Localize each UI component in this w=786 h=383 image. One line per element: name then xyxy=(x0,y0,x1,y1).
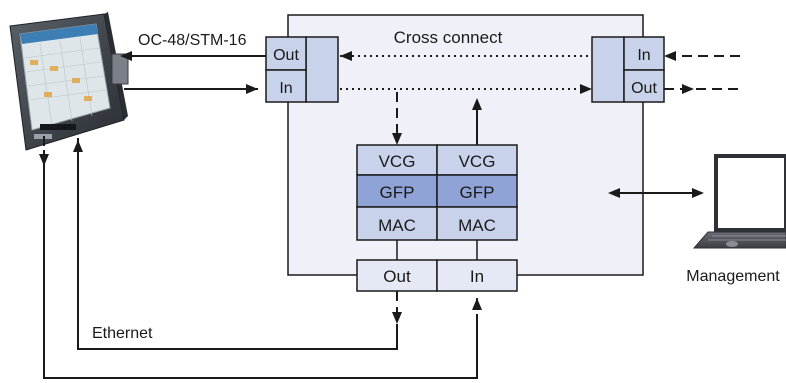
arrow-management-left xyxy=(608,188,620,198)
arrow-cross-bottom xyxy=(580,84,592,94)
test-instrument-icon xyxy=(9,12,129,151)
right-port-block xyxy=(591,36,625,103)
bottom-in-label: In xyxy=(470,267,484,286)
arrow-right-in xyxy=(664,51,676,61)
laptop-icon xyxy=(692,154,786,249)
arrow-cross-top xyxy=(340,51,352,61)
right-out-label: Out xyxy=(631,80,657,97)
stack-2-mac-label: MAC xyxy=(458,216,496,235)
arrow-instrument-left-down xyxy=(39,154,49,166)
link-label: OC-48/STM-16 xyxy=(138,32,247,49)
stack-2-gfp-label: GFP xyxy=(460,183,495,202)
left-out-label: Out xyxy=(273,47,299,64)
stack-2-vcg-label: VCG xyxy=(459,152,496,171)
right-in-port xyxy=(623,36,665,71)
stack-2-mac xyxy=(436,206,518,241)
left-port-block xyxy=(305,36,339,103)
stack-2-gfp xyxy=(436,174,518,208)
bottom-in-port xyxy=(436,259,518,292)
arrow-stack-1-down xyxy=(392,133,402,145)
arrow-to-instrument xyxy=(120,51,132,61)
arrow-right-out xyxy=(682,84,694,94)
stack-1-vcg-label: VCG xyxy=(379,152,416,171)
arrowheads xyxy=(39,51,704,324)
arrow-management-right xyxy=(692,188,704,198)
stack-1-vcg xyxy=(356,144,438,176)
stack-1-mac-label: MAC xyxy=(378,216,416,235)
arrow-to-left-in xyxy=(246,84,258,94)
left-in-label: In xyxy=(279,80,292,97)
management-label: Management xyxy=(686,268,780,285)
ethernet-loop-inner xyxy=(77,148,398,350)
stack-1-mac xyxy=(356,206,438,241)
stack-1-gfp-label: GFP xyxy=(380,183,415,202)
right-out-port xyxy=(623,69,665,103)
ethernet-loop-outer xyxy=(43,150,478,379)
ethernet-label: Ethernet xyxy=(92,325,153,342)
bottom-out-label: Out xyxy=(383,267,411,286)
arrow-bottom-in xyxy=(472,298,482,310)
arrow-instrument-right-up xyxy=(73,140,83,152)
right-in-label: In xyxy=(637,47,650,64)
bottom-out-port xyxy=(356,259,438,292)
arrow-bottom-out xyxy=(392,312,402,324)
cross-connect-label: Cross connect xyxy=(394,28,503,47)
left-in-port xyxy=(265,69,307,103)
arrow-stack-2-up xyxy=(472,98,482,110)
